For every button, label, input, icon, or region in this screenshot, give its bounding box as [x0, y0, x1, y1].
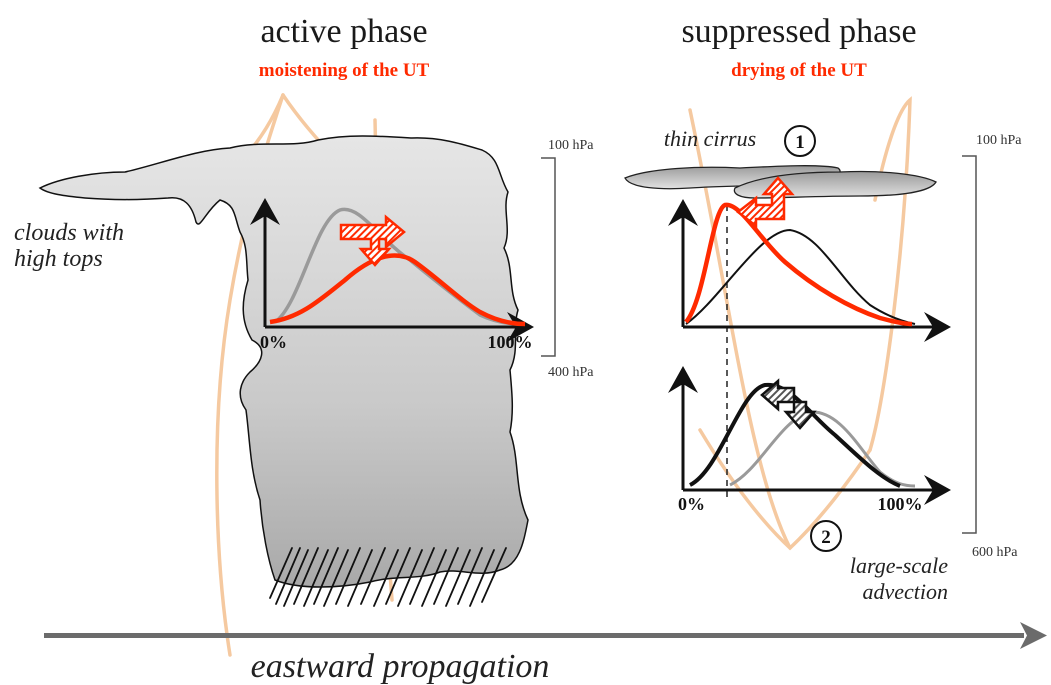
- suppressed-phase-subtitle: drying of the UT: [731, 60, 867, 81]
- active-humidity-pdf-plot: 0% 100%: [250, 198, 534, 352]
- advection-label-line2: advection: [862, 579, 948, 604]
- suppressed-phase-title: suppressed phase: [681, 13, 916, 50]
- lower-x-max-label: 100%: [878, 494, 923, 514]
- marker-2-circle: [810, 520, 842, 552]
- suppressed-lower-pdf-plot: 0% 100%: [668, 366, 951, 514]
- gray-shift-left-arrow-icon: [760, 378, 817, 430]
- wave-line-suppressed-right: [868, 96, 912, 452]
- cloud-label-line1: clouds with: [14, 220, 124, 246]
- active-reference-curve: [273, 207, 521, 326]
- active-phase-title: active phase: [260, 13, 427, 50]
- suppressed-upper-pdf-plot: [668, 176, 951, 342]
- eastward-propagation-label: eastward propagation: [251, 648, 550, 685]
- active-moistened-curve: [269, 253, 526, 327]
- red-shift-left-arrow-icon: [735, 176, 795, 229]
- active-pressure-bracket: [541, 157, 556, 357]
- cloud-label-line2: high tops: [14, 246, 103, 272]
- thin-cirrus-label: thin cirrus: [664, 126, 756, 151]
- suppressed-bottom-pressure: 600 hPa: [972, 545, 1018, 560]
- lower-x-min-label: 0%: [678, 494, 705, 514]
- active-x-min-label: 0%: [260, 332, 287, 352]
- advection-label-line1: large-scale: [850, 553, 948, 578]
- upper-dried-curve: [684, 202, 913, 327]
- suppressed-top-pressure: 100 hPa: [976, 133, 1022, 148]
- marker-2-label: 2: [821, 527, 831, 548]
- marker-1-circle: [784, 125, 816, 157]
- active-top-pressure: 100 hPa: [548, 138, 594, 153]
- marker-1-label: 1: [795, 132, 805, 153]
- deep-convective-cloud: [38, 135, 529, 588]
- red-shift-right-arrow-icon: [339, 214, 406, 267]
- suppressed-pressure-bracket: [962, 155, 977, 534]
- active-phase-subtitle: moistening of the UT: [259, 60, 430, 81]
- active-x-max-label: 100%: [488, 332, 533, 352]
- active-bottom-pressure: 400 hPa: [548, 365, 594, 380]
- eastward-arrow-icon: [44, 622, 1047, 649]
- rain-hatching: [269, 547, 507, 607]
- upper-reference-curve: [685, 228, 916, 325]
